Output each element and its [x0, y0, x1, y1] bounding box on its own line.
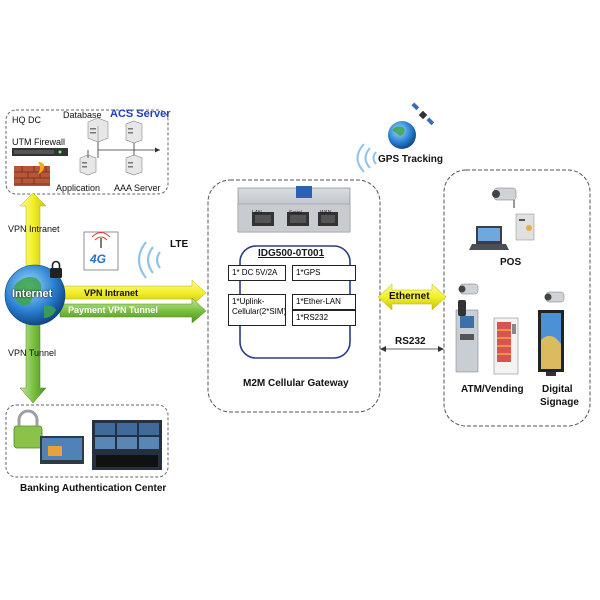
gateway-caption: M2M Cellular Gateway — [243, 378, 349, 389]
port-label-lan: LAN — [252, 210, 262, 216]
atm-phone-icon — [458, 300, 466, 316]
bank-security-lock-icon — [13, 409, 84, 464]
signage-label-line2: Signage — [540, 397, 579, 408]
bank-title: Banking Authentication Center — [20, 483, 167, 494]
vpn-tunnel-down-arrow — [19, 321, 47, 404]
lte-label: LTE — [170, 239, 189, 250]
gps-signal-icon — [356, 143, 377, 173]
spec-uplink-text-2: Cellular(2*SIM) — [232, 307, 287, 316]
vpn-intranet-vertical-label: VPN Intranet — [8, 224, 60, 234]
hq-network-lines — [87, 142, 160, 158]
internet-globe-icon — [4, 264, 66, 326]
spec-ether-text: 1*Ether-LAN — [296, 297, 341, 306]
gateway-model-label: IDG500-0T001 — [258, 248, 325, 259]
vpn-intranet-up-arrow — [19, 192, 47, 269]
database-label: Database — [63, 110, 102, 120]
digital-signage-icon — [538, 310, 564, 376]
spec-gps: 1*GPS — [292, 265, 356, 281]
acs-server-label: ACS Server — [110, 108, 171, 120]
gateway-device-icon — [237, 186, 351, 233]
gps-tracking-label: GPS Tracking — [378, 154, 444, 165]
vpn-intranet-label: VPN Intranet — [84, 288, 139, 298]
hq-dc-box — [5, 109, 169, 195]
database-server-icon — [87, 117, 109, 143]
spec-ether-lan: 1*Ether-LAN — [292, 294, 356, 310]
bank-control-room-icon — [92, 420, 162, 470]
utm-firewall-icon — [12, 148, 68, 156]
spec-uplink-text-1: 1*Uplink- — [232, 297, 265, 306]
pos-camera-icon — [492, 187, 517, 208]
spec-dc-power: 1* DC 5V/2A — [228, 265, 286, 281]
internet-label: Internet — [12, 288, 53, 300]
utm-firewall-label: UTM Firewall — [12, 137, 65, 147]
pos-label: POS — [500, 257, 522, 268]
vpn-intranet-arrow — [59, 279, 207, 306]
vpn-tunnel-label: VPN Tunnel — [8, 348, 57, 358]
aaa-server-label: AAA Server — [114, 183, 161, 193]
pos-terminal-icon — [469, 213, 535, 250]
ethernet-label: Ethernet — [389, 291, 430, 302]
bank-box — [5, 404, 169, 478]
atm-camera-icon — [458, 283, 479, 295]
aaa-server-icon — [125, 154, 143, 176]
spec-uplink: 1*Uplink-Cellular(2*SIM) — [228, 294, 286, 326]
firewall-wall-icon — [14, 162, 50, 186]
payment-vpn-label: Payment VPN Tunnel — [68, 305, 158, 315]
signage-camera-icon — [544, 291, 565, 303]
payment-vpn-arrow — [59, 297, 207, 324]
port-label-serial: Serial — [289, 210, 302, 216]
atm-icon — [455, 309, 479, 373]
spec-rs232: 1*RS232 — [292, 310, 356, 326]
atm-vending-label: ATM/Vending — [461, 384, 524, 395]
hq-dc-title: HQ DC — [12, 115, 41, 125]
port-label-wan: WAN — [320, 210, 332, 216]
application-label: Application — [56, 183, 101, 193]
spec-rs232-text: 1*RS232 — [296, 313, 329, 322]
vending-machine-icon — [493, 317, 519, 375]
ethernet-arrow — [377, 283, 447, 311]
gateway-box — [207, 179, 381, 413]
4g-badge-icon — [83, 231, 119, 271]
4g-badge-label: 4G — [90, 252, 107, 266]
lte-signal-icon — [137, 241, 161, 279]
spec-gps-text: 1*GPS — [296, 268, 321, 277]
gps-globe-icon — [388, 121, 416, 149]
acs-server-icon — [125, 120, 143, 144]
rs232-label: RS232 — [395, 336, 426, 347]
spec-dc-text: 1* DC 5V/2A — [232, 268, 278, 277]
signage-label-line1: Digital — [542, 384, 573, 395]
lock-icon — [50, 260, 62, 278]
satellite-icon — [411, 102, 435, 126]
